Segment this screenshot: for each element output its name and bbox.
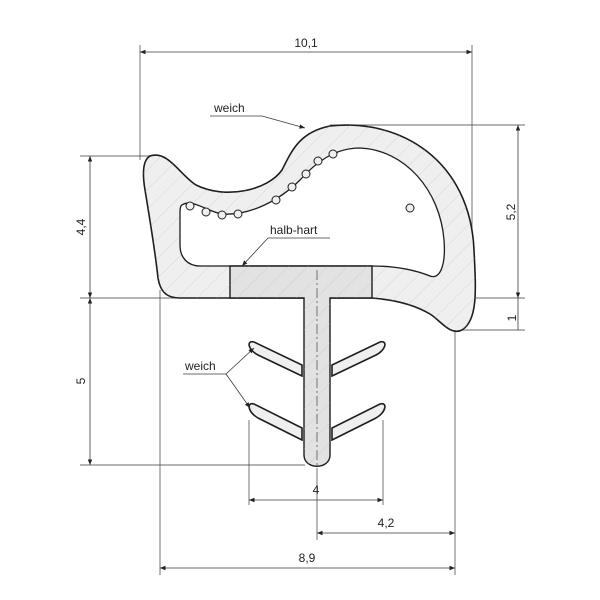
dim-top-width: 10,1 [294,36,318,50]
cavity-bumps [185,149,415,220]
label-soft-top: weich [213,101,245,115]
seal-profile [142,124,477,470]
soft-fins [248,340,386,442]
dim-right-height: 5,2 [504,203,518,220]
dim-left-height: 4,4 [74,218,88,235]
dim-fin-width: 4 [313,483,320,497]
dim-center-offset: 4,2 [378,516,395,530]
inner-cavity [179,147,446,278]
label-soft-fins: weich [184,359,216,373]
dimension-lines [87,49,521,571]
label-semi-hard: halb-hart [270,223,318,237]
dim-right-offset: 1 [505,314,519,321]
dim-base-width: 8,9 [299,551,316,565]
material-labels: weich halb-hart weich [183,101,330,409]
dim-stem-height: 5 [74,377,88,384]
